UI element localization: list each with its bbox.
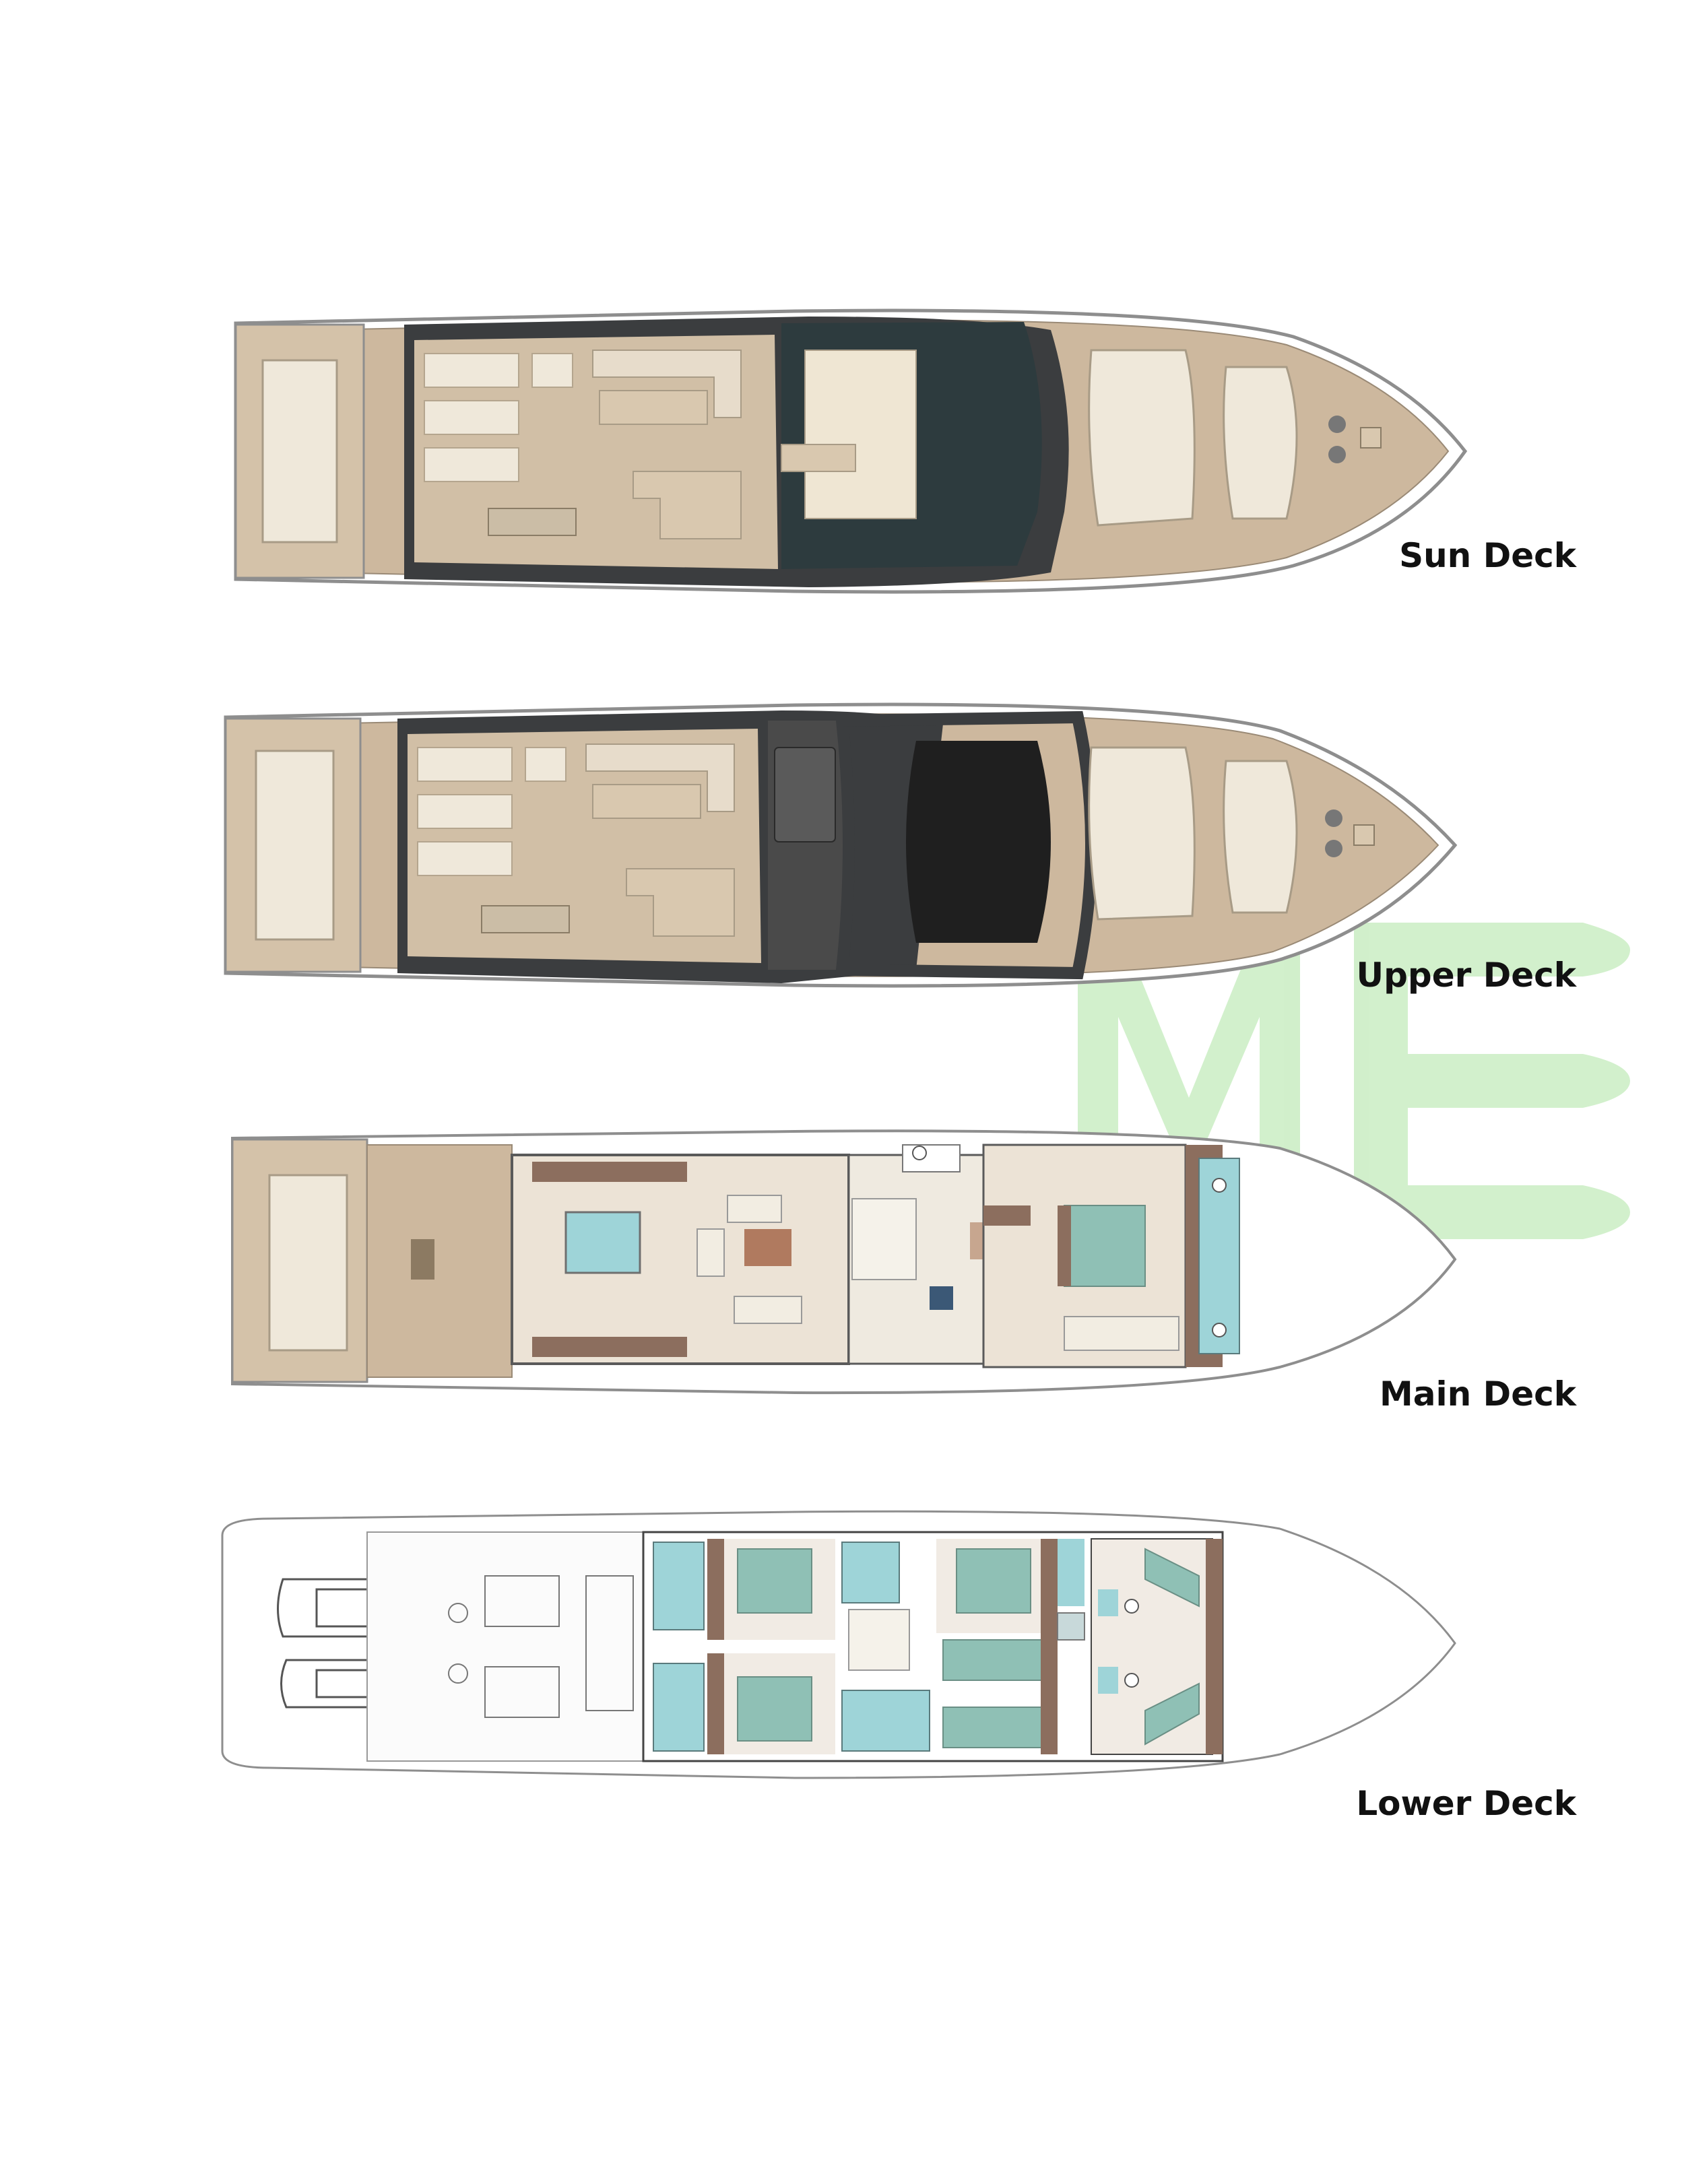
upper-deck-sunbeds [417,747,566,876]
deck-label-sun: Sun Deck [1399,536,1576,575]
main-deck-stair [851,1198,917,1280]
guest-bathroom-mid-top [841,1542,900,1603]
sun-deck-sunbeds [424,353,573,482]
main-deck-salon [511,1154,850,1365]
watermark-logo [1078,923,1630,1239]
stair-icon [848,1609,910,1671]
guest-bathroom-mid-bottom [841,1690,930,1752]
dining-table [564,1211,641,1274]
upper-deck-plan [224,702,1458,988]
guest-bathroom-aft-bottom [653,1663,705,1752]
main-deck-plan [231,1129,1457,1395]
bed-icon [737,1548,812,1614]
toilet-icon [1124,1599,1139,1614]
deck-label-lower: Lower Deck [1356,1784,1576,1823]
deck-label-main: Main Deck [1380,1375,1576,1414]
sun-deck-plan [234,308,1468,594]
deck-label-upper: Upper Deck [1356,956,1576,995]
guest-bathroom-aft-top [653,1542,705,1630]
lower-deck-plan [221,1510,1456,1779]
upper-deck-skylight [906,741,1051,943]
